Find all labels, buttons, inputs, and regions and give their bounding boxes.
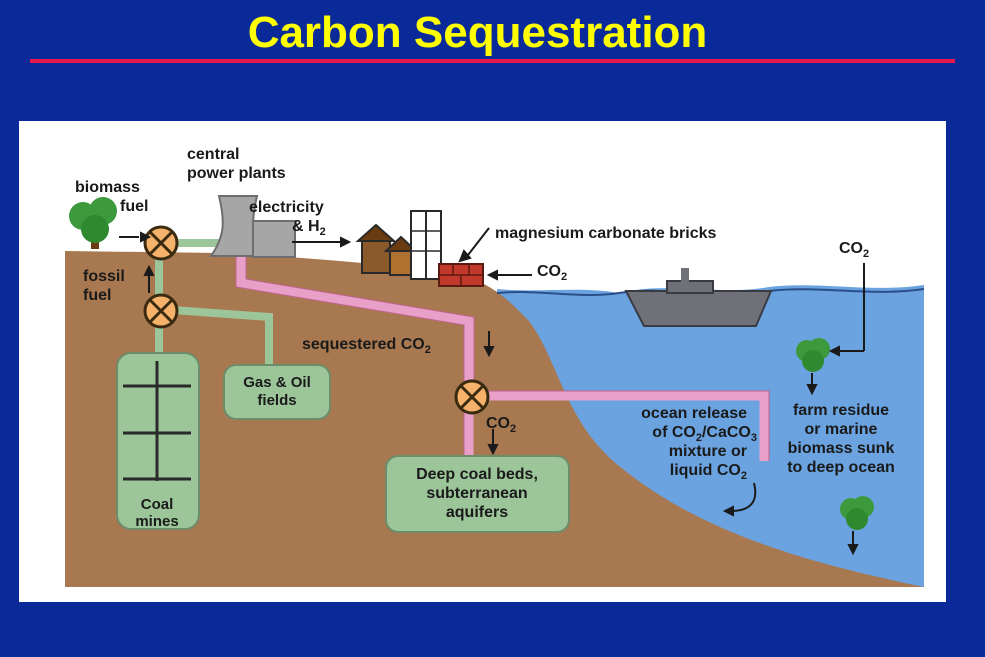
coal-mines-label-2: mines xyxy=(135,513,178,530)
ocean-release-label-3: mixture or xyxy=(669,443,747,460)
magnesium-bricks-label: magnesium carbonate bricks xyxy=(495,225,717,242)
biomass-fuel-label-1: biomass xyxy=(75,179,140,196)
co2-atmosphere-label: CO2 xyxy=(839,240,869,260)
ground xyxy=(65,251,924,587)
deep-coal-beds-box xyxy=(385,455,570,533)
co2-bricks-label: CO2 xyxy=(537,263,567,283)
electricity-label-1: electricity xyxy=(249,199,324,216)
ocean-release-label-2: of CO2/CaCO3 xyxy=(652,424,757,444)
deep-coal-label-1: Deep coal beds, xyxy=(416,466,538,483)
deep-coal-label-3: aquifers xyxy=(446,504,508,521)
gas-oil-fields-box xyxy=(223,364,331,420)
gas-oil-label-1: Gas & Oil xyxy=(243,374,311,391)
building-icon xyxy=(410,210,442,280)
house-icon-2 xyxy=(383,235,419,276)
marine-biomass-icon-2 xyxy=(840,496,874,530)
valve-icon-sequestered xyxy=(454,379,490,415)
electricity-label-2: & H2 xyxy=(292,218,326,238)
carbon-sequestration-diagram: Coal mines Gas & Oil fields Deep coal be… xyxy=(65,146,925,587)
diagram-panel: Coal mines Gas & Oil fields Deep coal be… xyxy=(19,121,946,602)
farm-residue-label-4: to deep ocean xyxy=(787,459,895,476)
coal-mines-label-1: Coal xyxy=(141,496,174,513)
biomass-fuel-label-2: fuel xyxy=(120,198,148,215)
central-power-plants-label-1: central xyxy=(187,146,239,163)
ocean-release-label-1: ocean release xyxy=(641,405,747,422)
sequestered-co2-label: sequestered CO2 xyxy=(302,336,431,356)
house-icon-1 xyxy=(355,223,397,274)
coal-mine-levels xyxy=(123,361,191,481)
farm-residue-label-2: or marine xyxy=(805,421,878,438)
flow-arrows xyxy=(119,227,865,556)
farm-residue-label-1: farm residue xyxy=(793,402,889,419)
deep-coal-label-2: subterranean xyxy=(426,485,527,502)
ship-icon xyxy=(624,268,773,327)
farm-residue-label-3: biomass sunk xyxy=(788,440,895,457)
fossil-fuel-label-1: fossil xyxy=(83,268,125,285)
bricks-icon xyxy=(438,263,484,287)
valve-icon-fossil xyxy=(143,293,179,329)
central-power-plants-label-2: power plants xyxy=(187,165,286,182)
title-underline xyxy=(30,59,955,63)
valve-icon-biomass xyxy=(143,225,179,261)
slide-title: Carbon Sequestration xyxy=(247,8,708,57)
gas-oil-label-2: fields xyxy=(257,392,296,409)
fossil-fuel-label-2: fuel xyxy=(83,287,111,304)
co2-valve-label: CO2 xyxy=(486,415,516,435)
power-plant-building xyxy=(252,220,296,258)
ocean-release-label-4: liquid CO2 xyxy=(670,462,747,482)
tree-icon-biomass xyxy=(69,197,117,249)
marine-biomass-icon-1 xyxy=(796,338,830,372)
